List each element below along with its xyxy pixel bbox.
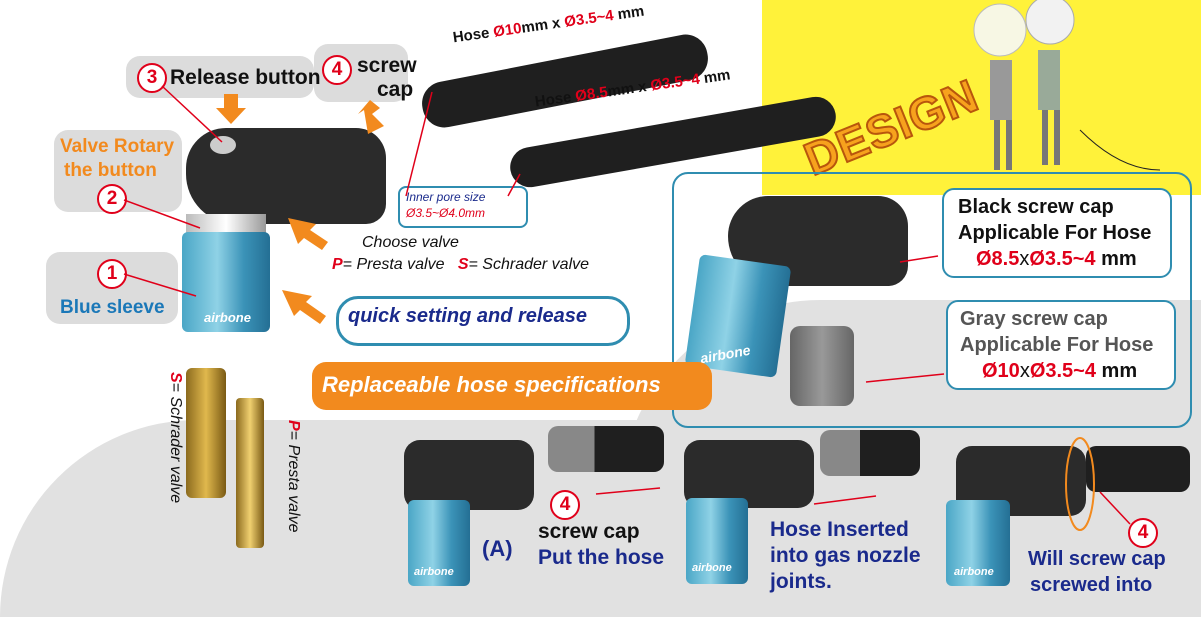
valve-rotary-label: Valve Rotary <box>60 136 175 157</box>
step2-line1: Hose Inserted <box>770 518 909 541</box>
number-4-top: 4 <box>322 55 352 85</box>
step3-line1: Will screw cap <box>1028 548 1166 570</box>
step1-sleeve <box>408 500 470 586</box>
gray-cap-sub: Applicable For Hose <box>960 334 1154 356</box>
arrow-quick-setting <box>282 290 326 324</box>
quick-setting-pill <box>336 296 630 346</box>
vertical-presta-text: = Presta valve <box>285 430 302 533</box>
pump-head-button <box>210 136 236 154</box>
presta-p: P <box>332 256 343 273</box>
number-3: 3 <box>137 63 167 93</box>
step1-hose <box>548 426 664 472</box>
step1-line2: Put the hose <box>538 546 665 569</box>
inner-pore-box <box>398 186 528 228</box>
arrow-release <box>216 94 246 124</box>
valve-rotary-label-2: the button <box>64 160 157 181</box>
brand-main: airbone <box>204 310 251 325</box>
vertical-presta-label: P= Presta valve <box>284 420 302 533</box>
black-cap-size: Ø8.5xØ3.5~4 mm <box>976 248 1137 271</box>
schrader-text: = Schrader valve <box>468 256 590 273</box>
black-d1: Ø8.5 <box>976 248 1020 270</box>
blue-sleeve-label: Blue sleeve <box>60 297 165 318</box>
step2-line3: joints. <box>770 570 832 593</box>
brand-step1: airbone <box>414 566 454 578</box>
step2-sleeve <box>686 498 748 584</box>
step3-sleeve <box>946 500 1010 586</box>
arrow-screw-cap <box>358 100 384 134</box>
blue-sleeve-main <box>182 232 270 332</box>
replaceable-hose-label: Replaceable hose specifications <box>322 372 661 397</box>
gray-unit: mm <box>1095 360 1138 382</box>
step2-head <box>684 440 814 508</box>
presta-valve-image <box>236 398 264 548</box>
brand-step3: airbone <box>954 566 994 578</box>
valve-legend: P= Presta valve S= Schrader valve <box>332 256 589 274</box>
cap-label: cap <box>377 78 414 101</box>
number-2: 2 <box>97 184 127 214</box>
spec-panel <box>672 172 1192 428</box>
presta-text: = Presta valve <box>342 256 445 273</box>
black-x: x <box>1019 248 1030 270</box>
schrader-valve-image <box>186 368 226 498</box>
vertical-schrader-s: S <box>167 372 184 383</box>
number-4-step3: 4 <box>1128 518 1158 548</box>
step3-line2: screwed into <box>1030 574 1153 596</box>
gray-cap-title: Gray screw cap <box>960 308 1108 330</box>
step2-hose <box>820 430 920 476</box>
gray-d2: Ø3.5~4 <box>1029 360 1096 382</box>
gray-d1: Ø10 <box>982 360 1020 382</box>
quick-setting-label: quick setting and release <box>348 305 587 327</box>
step1-head <box>404 440 534 510</box>
schrader-s: S <box>457 256 469 273</box>
step1-line1: screw cap <box>538 520 640 543</box>
screw-label: screw <box>357 54 417 77</box>
black-cap-title: Black screw cap <box>958 196 1114 218</box>
choose-valve-label: Choose valve <box>362 234 459 251</box>
vertical-presta-p: P <box>285 420 302 431</box>
vertical-schrader-label: S= Schrader valve <box>166 372 184 503</box>
gray-cap-spec-box <box>946 300 1176 390</box>
gray-x: x <box>1019 360 1030 382</box>
release-button-label: Release button <box>170 66 321 89</box>
black-cap-spec-box <box>942 188 1172 278</box>
brand-step2: airbone <box>692 562 732 574</box>
gray-cap-image <box>790 326 854 406</box>
arrow-choose-valve <box>288 218 328 250</box>
inner-pore-label: Inner pore size <box>406 190 486 204</box>
black-unit: mm <box>1095 248 1137 270</box>
number-4-step1: 4 <box>550 490 580 520</box>
replaceable-hose-bar <box>312 362 712 410</box>
lamp-robots-image <box>973 0 1161 171</box>
inner-pore-value: Ø3.5~Ø4.0mm <box>406 206 486 220</box>
step-a-label: (A) <box>482 536 513 561</box>
vertical-schrader-text: = Schrader valve <box>167 382 184 504</box>
black-cap-sub: Applicable For Hose <box>958 222 1152 244</box>
gray-cap-size: Ø10xØ3.5~4 mm <box>982 360 1137 383</box>
step3-hose <box>1086 446 1190 492</box>
pump-head-ring <box>186 214 266 234</box>
step2-line2: into gas nozzle <box>770 544 921 567</box>
black-d2: Ø3.5~4 <box>1029 248 1096 270</box>
